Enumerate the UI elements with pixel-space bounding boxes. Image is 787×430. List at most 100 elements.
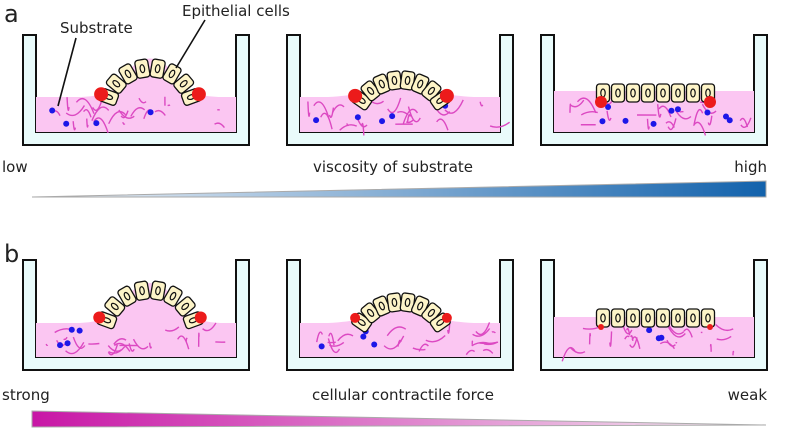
focal-adhesion-dot [93, 311, 106, 324]
fiber [313, 101, 330, 118]
fiber [329, 341, 345, 347]
fiber [148, 342, 153, 349]
fiber [569, 103, 572, 113]
epithelial-cell [595, 308, 611, 328]
cell-nucleus [124, 69, 132, 79]
fiber [328, 107, 335, 118]
fiber [328, 332, 335, 346]
fiber [214, 122, 225, 129]
cell-nucleus [427, 308, 436, 317]
crosslink-dot [313, 117, 320, 124]
fiber [164, 326, 180, 332]
fiber [472, 328, 491, 337]
fiber [108, 346, 126, 354]
scale-b-right: weak [728, 386, 768, 404]
focal-adhesion-dot [595, 96, 607, 108]
cell-nucleus [155, 286, 161, 296]
epithelial-cell [655, 83, 671, 103]
epithelial-cell [640, 308, 656, 328]
epithelial-cell [372, 73, 392, 95]
epithelial-cell [610, 308, 626, 328]
cell-body [700, 308, 716, 328]
fiber [624, 335, 630, 340]
dish-b-3 [540, 259, 768, 371]
fiber [693, 109, 704, 125]
cell-body [655, 308, 671, 328]
fiber [339, 124, 358, 131]
fiber [606, 110, 612, 121]
epithelial-cell [670, 83, 686, 103]
fiber [425, 335, 446, 343]
substrate [300, 299, 500, 357]
cell-nucleus [154, 64, 161, 74]
epithelial-cell [399, 292, 416, 313]
fiber [107, 344, 119, 356]
crosslink-dot [76, 327, 83, 334]
crosslink-dot [57, 342, 64, 349]
fiber [75, 97, 95, 114]
cell-body [117, 285, 137, 307]
fiber [570, 347, 586, 354]
fiber [656, 104, 662, 118]
focal-adhesion-dot [704, 96, 716, 108]
cell-body [595, 308, 611, 328]
fiber [113, 342, 131, 352]
fiber [45, 343, 49, 347]
cell-nucleus [404, 297, 411, 308]
substrate [300, 73, 500, 132]
fiber [475, 322, 491, 336]
cell-body [104, 296, 126, 317]
fiber [331, 104, 345, 114]
focal-adhesion-dot [598, 324, 604, 330]
fiber [320, 112, 333, 130]
focal-adhesion-dot [350, 312, 361, 323]
epithelial-leader-line [175, 19, 206, 69]
fiber [405, 119, 414, 124]
fiber [588, 332, 592, 345]
epithelial-cell-layer [351, 292, 451, 333]
epithelial-cell [640, 83, 656, 103]
crosslink-dot [622, 117, 629, 124]
cell-body [163, 285, 183, 307]
cell-nucleus [391, 75, 398, 86]
fiber [412, 347, 426, 351]
cell-nucleus [112, 80, 121, 88]
focal-adhesion-dot [439, 88, 454, 103]
fiber [402, 108, 419, 124]
fiber [683, 328, 693, 338]
fiber [580, 111, 598, 116]
dish-wall [540, 34, 768, 146]
epithelial-cell [700, 308, 716, 328]
crosslink-dot [93, 120, 100, 127]
crosslink-dot [704, 109, 711, 116]
cell-body [149, 280, 167, 301]
epithelial-cell [118, 63, 138, 85]
cell-body [655, 83, 671, 103]
cell-body [640, 308, 656, 328]
fiber [93, 117, 109, 134]
fiber [740, 117, 752, 128]
panel-b-letter: b [4, 240, 19, 268]
epithelial-cell [149, 58, 166, 79]
epithelial-cell [117, 285, 137, 307]
cell-nucleus [660, 313, 666, 323]
fiber [482, 348, 494, 354]
cell-body [625, 308, 641, 328]
fiber [739, 117, 749, 128]
fiber [489, 121, 511, 128]
fiber [88, 342, 100, 345]
epithelial-cell-layer [351, 70, 451, 111]
fiber [86, 118, 89, 128]
fiber [386, 326, 407, 337]
cell-nucleus [690, 88, 696, 98]
epithelial-cell [625, 308, 641, 328]
substrate [36, 58, 236, 132]
cell-nucleus [645, 313, 651, 323]
epithelial-cells-annotation: Epithelial cells [182, 2, 290, 20]
dish-group [22, 34, 768, 371]
fiber-network [45, 322, 226, 356]
fiber [625, 327, 631, 336]
cell-body [610, 308, 626, 328]
epithelial-cell [133, 280, 151, 301]
fiber [120, 110, 129, 119]
